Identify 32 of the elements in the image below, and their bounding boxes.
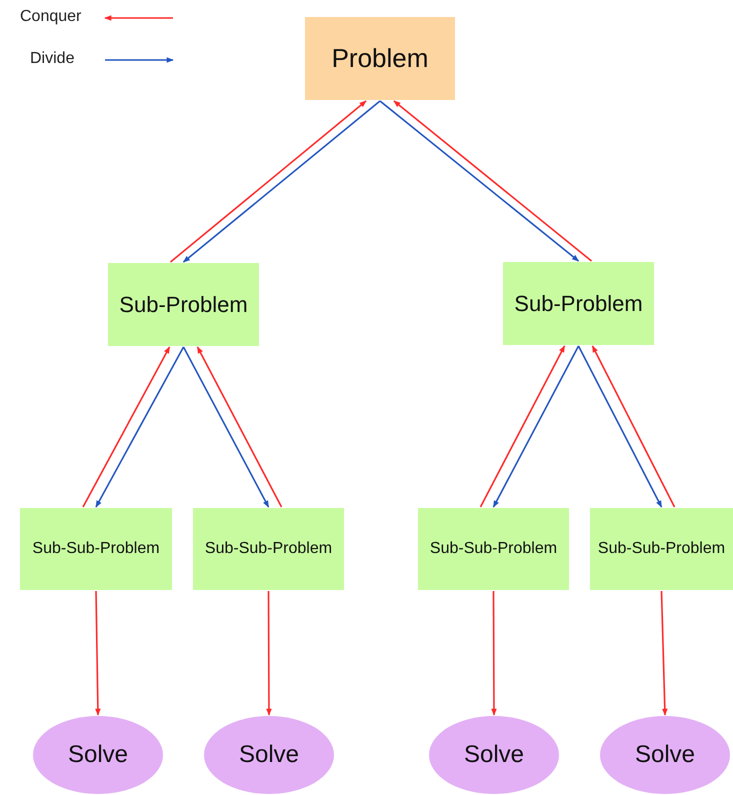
node-label: Sub-Problem	[119, 292, 248, 318]
arrow	[592, 345, 676, 508]
arrow	[480, 345, 566, 508]
arrow	[182, 346, 270, 508]
legend-label: Conquer	[20, 8, 82, 26]
process-box	[305, 17, 455, 100]
process-box	[503, 262, 654, 345]
arrow	[660, 590, 668, 716]
process-box	[418, 508, 569, 590]
arrow	[95, 346, 184, 508]
node-label: Solve	[238, 741, 300, 769]
arrow	[266, 591, 272, 716]
process-box	[193, 508, 344, 590]
arrow	[578, 346, 662, 508]
node-label: Sub-Sub-Problem	[430, 540, 558, 558]
node-label: Solve	[68, 741, 128, 769]
arrow	[95, 590, 101, 716]
arrow	[491, 591, 497, 716]
process-box	[20, 508, 172, 590]
process-box	[108, 263, 259, 346]
node-label: Sub-Sub-Problem	[204, 540, 332, 558]
arrow	[196, 346, 282, 508]
node-label: Sub-Sub-Problem	[32, 540, 160, 558]
node-label: Problem	[332, 43, 428, 74]
legend-label: Divide	[30, 50, 74, 68]
node-label: Sub-Problem	[514, 290, 643, 316]
node-label: Solve	[464, 741, 524, 769]
node-label: Sub-Sub-Problem	[598, 540, 726, 558]
process-box	[590, 508, 733, 590]
node-label: Solve	[634, 741, 696, 769]
arrow	[82, 346, 170, 508]
arrow	[492, 346, 580, 508]
